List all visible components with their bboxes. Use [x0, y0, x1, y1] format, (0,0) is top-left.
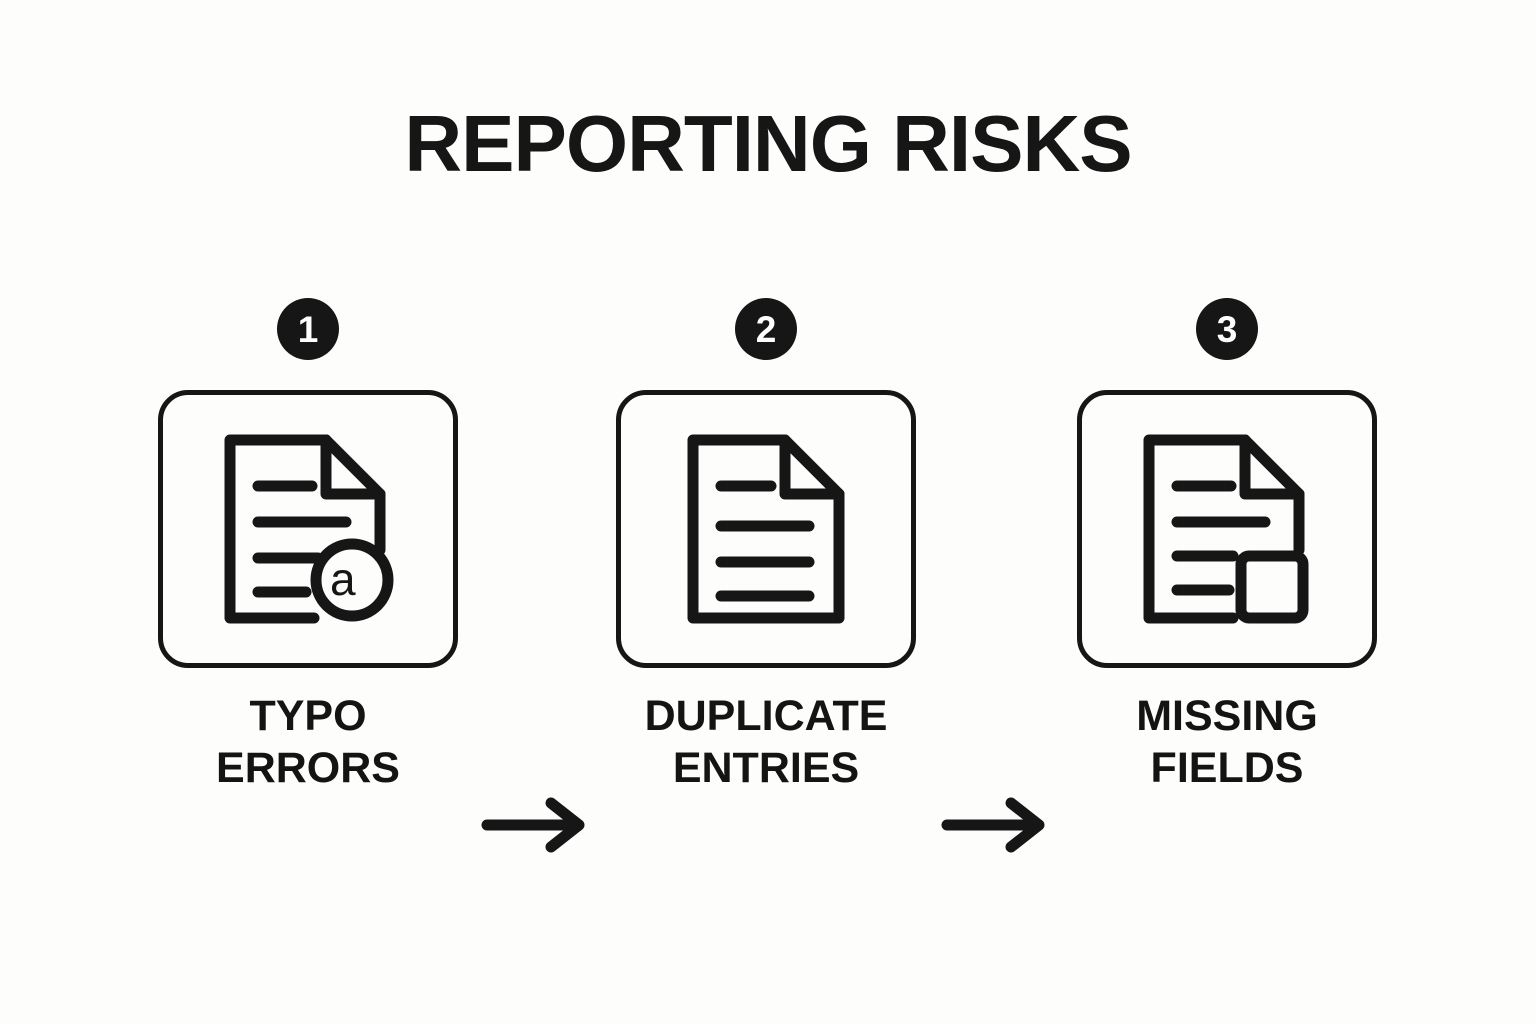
step-label-1-line2: ERRORS: [216, 744, 400, 793]
arrow-right-1-icon: [481, 797, 591, 853]
step-label-2-line1: DUPLICATE: [644, 692, 888, 740]
arrow-right-2-icon: [941, 797, 1051, 853]
step-number-badge-1: 1: [277, 298, 339, 360]
step-number-badge-3: 3: [1196, 298, 1258, 360]
step-card-3[interactable]: [1077, 390, 1377, 668]
document-duplicate-icon: [681, 434, 851, 624]
document-missing-field-icon: [1137, 434, 1317, 624]
step-card-1[interactable]: a: [158, 390, 458, 668]
typo-letter-a: a: [330, 553, 356, 605]
step-label-2-line2: ENTRIES: [672, 744, 860, 793]
page-title: REPORTING RISKS: [404, 99, 1132, 188]
step-number-badge-2: 2: [735, 298, 797, 360]
step-label-1: TYPO ERRORS: [118, 690, 498, 795]
step-label-3-line1: MISSING: [1136, 692, 1318, 740]
steps-row: 1: [0, 290, 1536, 853]
document-typo-icon: [218, 434, 398, 624]
step-label-3-line2: FIELDS: [1150, 744, 1304, 793]
step-card-2[interactable]: [616, 390, 916, 668]
step-label-3: MISSING FIELDS: [1037, 690, 1417, 795]
step-label-1-line1: TYPO: [249, 692, 367, 740]
step-label-2: DUPLICATE ENTRIES: [576, 690, 956, 795]
